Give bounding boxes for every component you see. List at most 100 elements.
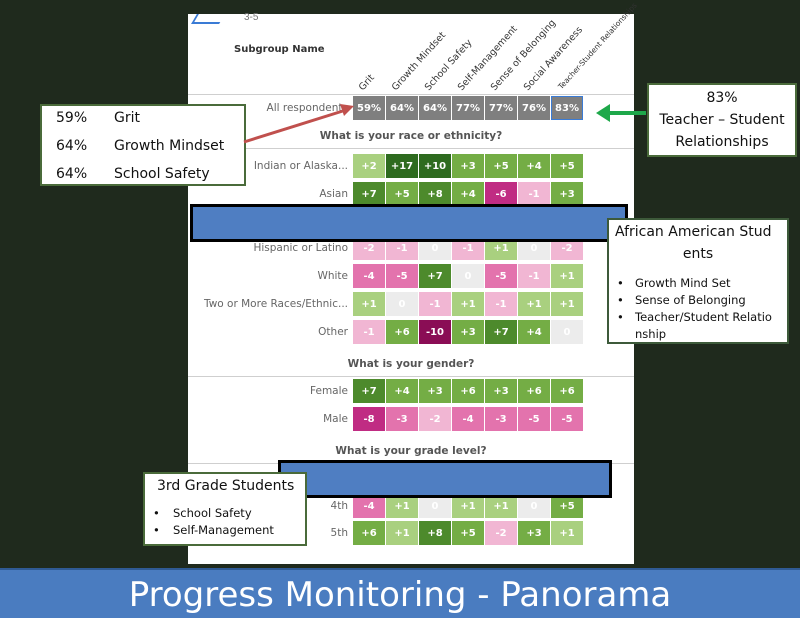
score-cell: +7 xyxy=(419,264,451,288)
score-cell: 0 xyxy=(452,264,484,288)
subgroup-header: Subgroup Name xyxy=(234,44,325,55)
score-cell: -5 xyxy=(485,264,517,288)
score-cell: -8 xyxy=(353,407,385,431)
score-cell: +3 xyxy=(551,182,583,206)
score-cell: +4 xyxy=(386,379,418,403)
score-cell: -6 xyxy=(485,182,517,206)
score-cell: +8 xyxy=(419,521,451,545)
score-cell: +5 xyxy=(551,494,583,518)
section-divider xyxy=(188,376,634,377)
score-cell: +5 xyxy=(386,182,418,206)
callout-third-bullet: School Safety xyxy=(173,506,252,520)
score-cell: +5 xyxy=(551,154,583,178)
score-cell: -1 xyxy=(419,292,451,316)
score-cell: +3 xyxy=(518,521,550,545)
score-cell: +1 xyxy=(386,494,418,518)
callout-teacher-pct: 83% xyxy=(706,90,738,106)
score-cell: +1 xyxy=(452,292,484,316)
grade-range: 3-5 xyxy=(244,12,259,23)
score-cell: +1 xyxy=(551,292,583,316)
callout-african-title-1: African American Stud xyxy=(615,224,772,240)
row-label: White xyxy=(317,270,348,282)
row-label: 4th xyxy=(330,500,348,512)
row-label: 5th xyxy=(330,527,348,539)
score-cell: +5 xyxy=(452,521,484,545)
callout-african-title-2: ents xyxy=(682,246,714,262)
callout-left-name: School Safety xyxy=(114,166,210,182)
callout-third-grade: 3rd Grade Students •School Safety•Self-M… xyxy=(143,472,307,546)
score-cell: +1 xyxy=(551,521,583,545)
score-cell: +7 xyxy=(353,379,385,403)
score-cell: 0 xyxy=(386,292,418,316)
column-header: Social Awareness xyxy=(521,24,586,93)
score-cell: +4 xyxy=(452,182,484,206)
score-cell: +3 xyxy=(419,379,451,403)
section-divider xyxy=(188,148,634,149)
redaction-bar-grade xyxy=(278,460,612,498)
score-cell: +3 xyxy=(485,379,517,403)
section-question: What is your race or ethnicity? xyxy=(319,130,503,142)
score-cell: +4 xyxy=(518,154,550,178)
score-cell: 59% xyxy=(353,96,385,120)
score-cell: +2 xyxy=(353,154,385,178)
score-cell: 0 xyxy=(419,494,451,518)
score-cell: -1 xyxy=(518,264,550,288)
section-question: What is your gender? xyxy=(347,358,475,370)
callout-african-bullet: Growth Mind Set xyxy=(635,276,731,290)
score-cell: +10 xyxy=(419,154,451,178)
callout-left-pct: 59% xyxy=(56,110,88,126)
callout-teacher-line3: Relationships xyxy=(675,134,769,150)
score-cell: +4 xyxy=(518,320,550,344)
score-cell: -10 xyxy=(419,320,451,344)
score-cell: -1 xyxy=(353,320,385,344)
score-cell: +1 xyxy=(353,292,385,316)
score-cell: +1 xyxy=(551,264,583,288)
callout-african-bullet: nship xyxy=(635,327,667,341)
score-cell: +6 xyxy=(551,379,583,403)
callout-left-pct: 64% xyxy=(56,166,88,182)
score-cell: +6 xyxy=(386,320,418,344)
score-cell: +6 xyxy=(353,521,385,545)
score-cell: +6 xyxy=(518,379,550,403)
column-header: Self-Management xyxy=(455,23,520,93)
score-cell: +7 xyxy=(485,320,517,344)
row-label: Female xyxy=(310,385,348,397)
score-cell: 0 xyxy=(518,494,550,518)
score-cell: -4 xyxy=(353,264,385,288)
score-cell: 77% xyxy=(452,96,484,120)
score-cell: -3 xyxy=(386,407,418,431)
score-cell: -5 xyxy=(386,264,418,288)
score-cell: +1 xyxy=(485,494,517,518)
score-cell: 76% xyxy=(518,96,550,120)
callout-left-pct: 64% xyxy=(56,138,88,154)
score-cell: +3 xyxy=(452,154,484,178)
column-header: Grit xyxy=(356,72,377,93)
slide-title: Progress Monitoring - Panorama xyxy=(128,575,672,615)
bullet-dot: • xyxy=(617,276,624,290)
row-label: Asian xyxy=(319,188,348,200)
score-cell: +7 xyxy=(353,182,385,206)
section-question: What is your grade level? xyxy=(335,445,487,457)
callout-teacher-line2: Teacher – Student xyxy=(659,112,785,128)
callout-african-bullet: Sense of Belonging xyxy=(635,293,746,307)
header-divider xyxy=(188,94,634,95)
row-label: Hispanic or Latino xyxy=(253,242,348,254)
score-cell: -1 xyxy=(485,292,517,316)
score-cell: +17 xyxy=(386,154,418,178)
bullet-dot: • xyxy=(617,293,624,307)
callout-african-bullet: Teacher/Student Relatio xyxy=(635,310,772,324)
score-cell: +5 xyxy=(485,154,517,178)
score-cell: +3 xyxy=(452,320,484,344)
score-cell: 0 xyxy=(551,320,583,344)
bullet-dot: • xyxy=(153,506,160,520)
score-cell: -5 xyxy=(518,407,550,431)
score-cell: -2 xyxy=(485,521,517,545)
callout-african-american: African American Stud ents • Growth Mind … xyxy=(607,218,789,344)
callout-left-name: Grit xyxy=(114,110,140,126)
score-cell: +6 xyxy=(452,379,484,403)
score-cell: +1 xyxy=(452,494,484,518)
title-bar: Progress Monitoring - Panorama xyxy=(0,568,800,618)
score-cell: +1 xyxy=(518,292,550,316)
